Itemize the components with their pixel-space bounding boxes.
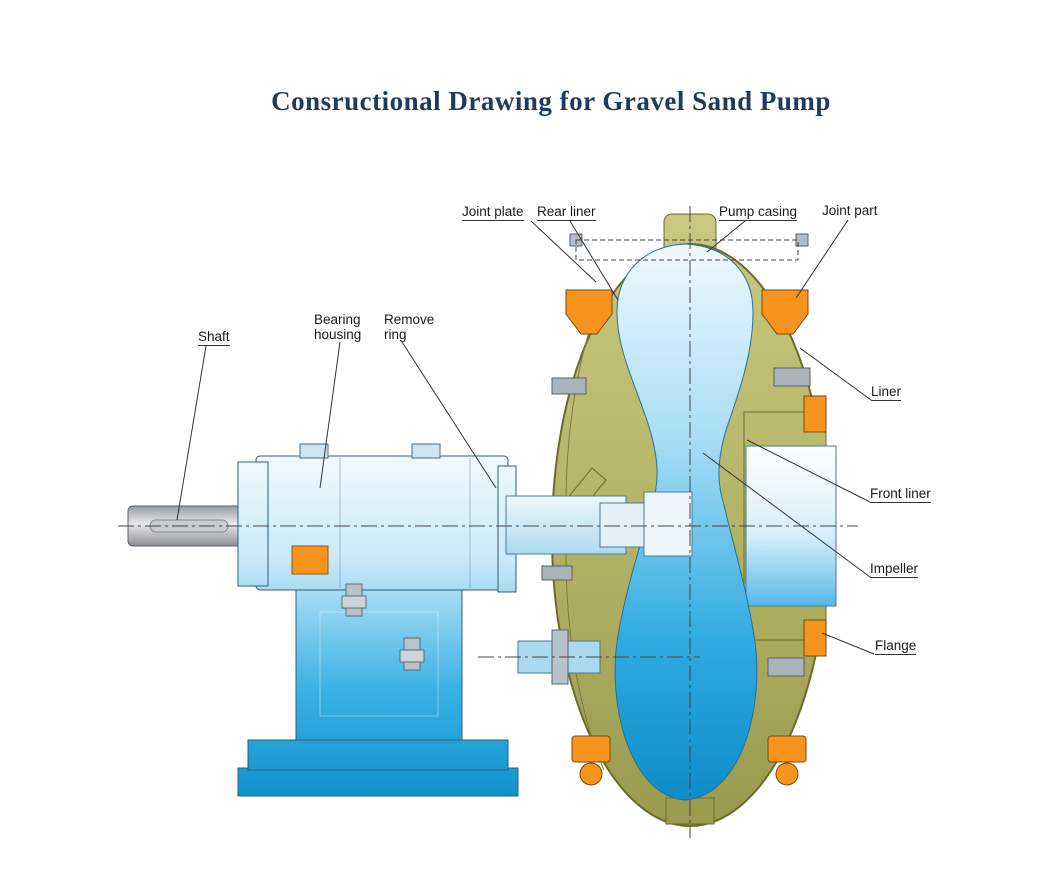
label-pump-casing: Pump casing <box>719 204 798 221</box>
flange-clamp-lower <box>803 619 827 657</box>
label-remove-ring: Remove ring <box>384 312 434 342</box>
joint-part-shapes <box>565 289 827 786</box>
centerlines <box>118 206 858 838</box>
label-bearing-housing-line2: housing <box>314 327 362 342</box>
label-joint-plate: Joint plate <box>462 204 524 221</box>
label-remove-ring-line2: ring <box>384 327 407 342</box>
label-rear-liner: Rear liner <box>537 204 596 221</box>
label-shaft: Shaft <box>198 329 230 346</box>
housing-top-fitting <box>299 443 329 459</box>
bolt-shapes <box>541 233 811 677</box>
label-front-liner: Front liner <box>870 486 931 503</box>
flange-clamp-upper <box>803 395 827 433</box>
label-impeller: Impeller <box>870 561 919 578</box>
label-flange: Flange <box>875 638 917 655</box>
housing-orange-plug <box>291 545 329 575</box>
housing-top-fitting <box>411 443 441 459</box>
drawing-title: Consructional Drawing for Gravel Sand Pu… <box>271 86 831 116</box>
label-bearing-housing-line1: Bearing <box>314 312 361 327</box>
label-joint-part: Joint part <box>822 203 878 218</box>
label-bearing-housing: Bearing housing <box>314 312 361 342</box>
bearing-housing-shape <box>237 443 519 797</box>
leader-lines <box>176 219 875 655</box>
label-liner: Liner <box>871 384 902 401</box>
impeller-shape <box>505 491 693 557</box>
label-remove-ring-line1: Remove <box>384 312 435 327</box>
